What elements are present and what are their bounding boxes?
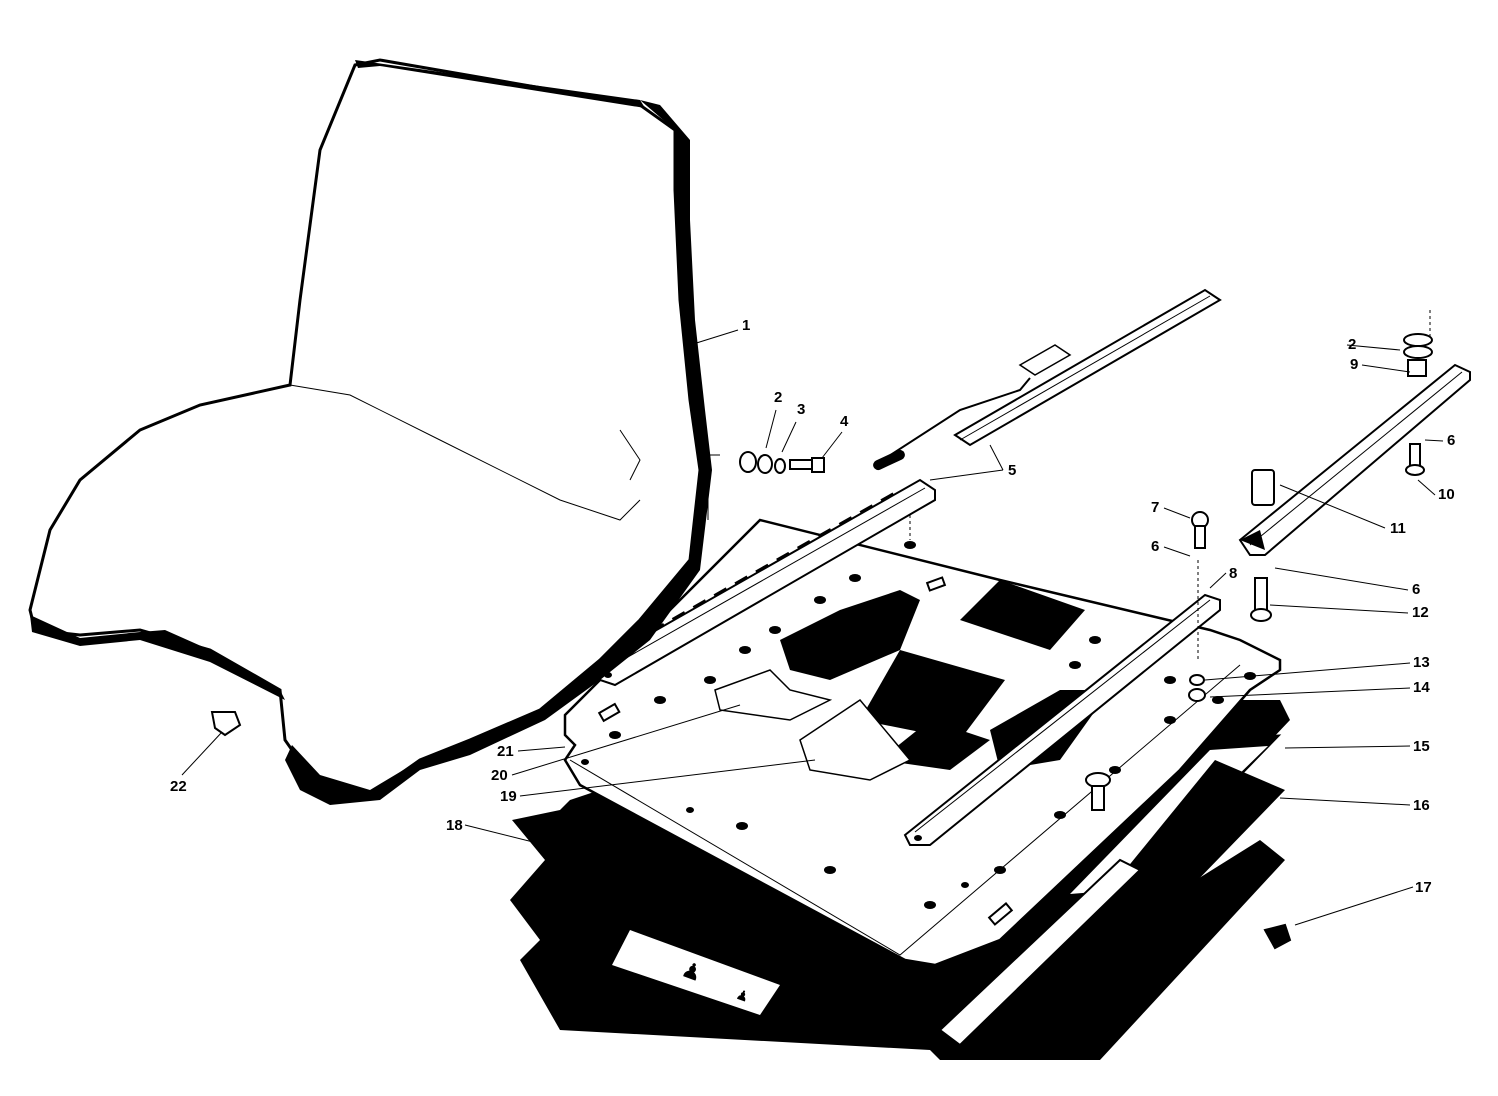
svg-text:♟: ♟ [734,987,751,1006]
callout-18: 18 [446,817,463,834]
slide-rail-upper-right [1238,363,1471,556]
callout-19: 19 [500,788,517,805]
callout-5: 5 [1008,462,1017,479]
hardware [210,333,1433,950]
callout-12: 12 [1412,604,1429,621]
bracket-16 [1060,760,1285,950]
callout-3: 3 [797,401,806,418]
callout-8: 8 [1229,565,1238,582]
leader-lines [181,310,1444,926]
callout-6-upper-right: 6 [1447,432,1456,449]
callout-6-lower-right: 6 [1412,581,1421,598]
callout-7: 7 [1151,499,1160,516]
slide-rail-right-8 [903,593,1221,846]
callout-15: 15 [1413,738,1430,755]
callout-13: 13 [1413,654,1430,671]
callout-17: 17 [1415,879,1432,896]
callout-16: 16 [1413,797,1430,814]
callout-14: 14 [1413,679,1430,696]
callout-4: 4 [840,413,849,430]
callout-9: 9 [1350,356,1359,373]
label-plate [612,930,780,1015]
callout-10: 10 [1438,486,1455,503]
callout-11: 11 [1390,520,1406,537]
callout-20: 20 [491,767,508,784]
lower-rail [938,858,1142,1047]
slide-rail-upper-with-lever [873,288,1222,471]
callout-2-right: 2 [1348,336,1357,353]
callout-21: 21 [497,743,514,760]
callout-1: 1 [742,317,751,334]
callout-2-left: 2 [774,389,783,406]
callout-22: 22 [170,778,187,795]
seat-cushion-1 [28,58,712,805]
callout-6-mid: 6 [1151,538,1160,555]
